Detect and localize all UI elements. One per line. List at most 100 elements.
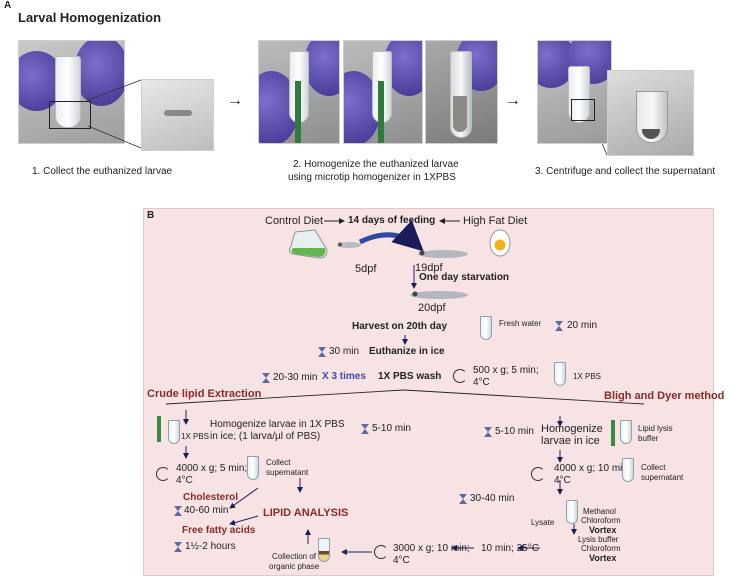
caption-step-2-line2: using microtip homogenizer in 1XPBS	[288, 172, 456, 183]
harvest-label: Harvest on 20th day	[352, 321, 448, 332]
pbs-tube-icon	[168, 420, 180, 444]
t510-left-label: 5-10 min	[372, 423, 411, 434]
lipid-lysis-line2: buffer	[638, 434, 659, 443]
photo-homogenize-1	[258, 40, 340, 144]
crude-extraction-title: Crude lipid Extraction	[147, 388, 262, 400]
lysate-label: Lysate	[531, 518, 555, 527]
x3-label: X 3 times	[322, 371, 366, 382]
t4060-label: 40-60 min	[184, 505, 229, 516]
methanol-label: Methanol	[583, 507, 616, 516]
spin3000-line2: 4°C	[393, 555, 410, 566]
t10-25-label: 10 min; 25°C	[481, 543, 539, 554]
collect-sup-left-line2: supernatant	[266, 468, 309, 477]
lysate-tube-icon	[566, 500, 578, 524]
lysis-tube-icon	[620, 420, 632, 444]
larva-20dpf-icon	[410, 291, 468, 299]
supernatant-tube-icon	[247, 456, 259, 480]
collect-sup-left-line1: Collect	[266, 458, 291, 467]
collect-sup-right-line2: supernatant	[641, 473, 684, 482]
vortex1-label: Vortex	[589, 525, 617, 535]
starvation-label: One day starvation	[419, 272, 510, 283]
t30min-label: 30 min	[329, 346, 360, 357]
panel-a-title: Larval Homogenization	[18, 10, 162, 25]
pbs-small-left-label: 1X PBS	[181, 432, 210, 441]
dpf19-label: 19dpf	[415, 262, 443, 274]
hourglass-icon	[174, 542, 182, 552]
homogenizer-icon	[157, 416, 161, 442]
lipid-analysis-label: LIPID ANALYSIS	[263, 507, 349, 519]
hourglass-icon	[318, 347, 326, 357]
centrifuge-icon	[453, 369, 467, 383]
collection-line1: Collection of	[272, 552, 317, 561]
photo-collect-larvae	[18, 40, 125, 144]
homogenize-right-line1: Homogenize	[541, 423, 603, 435]
hourglass-icon	[361, 424, 369, 434]
t15-label: 1½-2 hours	[185, 541, 236, 552]
centrifuge-icon	[374, 545, 388, 559]
egg-icon	[489, 229, 511, 257]
collection-line2: organic phase	[269, 562, 320, 571]
larva-5dpf-icon	[337, 242, 361, 248]
chloroform1-label: Chloroform	[581, 516, 621, 525]
chloroform2-label: Chloroform	[581, 544, 621, 553]
fresh-water-label: Fresh water	[499, 319, 542, 328]
caption-step-3: 3. Centrifuge and collect the supernatan…	[535, 166, 716, 177]
free-fatty-acids-label: Free fatty acids	[182, 525, 256, 536]
spin4000-left-line1: 4000 x g; 5 min;	[176, 463, 248, 474]
spin500-line2: 4°C	[473, 377, 490, 388]
homogenizer-icon	[611, 420, 615, 446]
photo-homogenate-tube	[425, 40, 498, 144]
hourglass-icon	[174, 506, 182, 516]
panel-b-background	[143, 208, 714, 576]
pbs-tube-icon	[554, 362, 566, 386]
collect-sup-right-line1: Collect	[641, 463, 666, 472]
arrow-2: →	[505, 92, 521, 109]
panel-a-letter: A	[4, 0, 12, 11]
photo-larvae-zoom	[141, 79, 214, 151]
caption-step-1: 1. Collect the euthanized larvae	[32, 166, 173, 177]
caption-step-2-line1: 2. Homogenize the euthanized larvae	[293, 159, 459, 170]
organic-phase-tube-icon	[318, 538, 330, 562]
centrifuge-icon	[531, 467, 545, 481]
flask-icon	[288, 229, 328, 259]
control-diet-label: Control Diet	[265, 215, 324, 227]
arrow-1: →	[227, 92, 243, 109]
photo-centrifuge	[537, 40, 612, 144]
spin4000-left-line2: 4°C	[176, 475, 193, 486]
fresh-water-tube-icon	[480, 316, 492, 340]
t510-right-label: 5-10 min	[495, 426, 534, 437]
vortex2-label: Vortex	[589, 553, 617, 563]
spin3000-line1: 3000 x g; 10 min;	[393, 543, 470, 554]
bligh-dyer-title: Bligh and Dyer method	[604, 390, 725, 402]
spin4000-right-line2: 4°C	[554, 475, 571, 486]
high-fat-diet-label: High Fat Diet	[463, 215, 528, 227]
panel-b-letter: B	[147, 210, 155, 221]
pbs-wash-label: 1X PBS wash	[378, 371, 442, 382]
spin500-line1: 500 x g; 5 min;	[473, 365, 539, 376]
dpf5-label: 5dpf	[355, 263, 377, 275]
hourglass-icon	[555, 321, 563, 331]
photo-homogenize-2	[343, 40, 423, 144]
hourglass-icon	[262, 373, 270, 383]
homogenize-left-line2: in ice; (1 larva/µl of PBS)	[210, 431, 321, 442]
spin4000-right-line1: 4000 x g; 10 min;	[554, 463, 631, 474]
t20min-label: 20 min	[567, 320, 598, 331]
feeding-label: 14 days of feeding	[348, 215, 436, 226]
larva-19dpf-icon	[418, 250, 468, 258]
lysis-buffer-label: Lysis buffer	[578, 535, 619, 544]
photo-supernatant-zoom	[607, 70, 694, 156]
lipid-lysis-line1: Lipid lysis	[638, 424, 673, 433]
cholesterol-label: Cholesterol	[183, 492, 239, 503]
supernatant-tube-icon	[622, 458, 634, 482]
hourglass-icon	[459, 494, 467, 504]
pbs-small-label: 1X PBS	[573, 372, 602, 381]
hourglass-icon	[484, 427, 492, 437]
homogenize-right-line2: larvae in ice	[541, 435, 600, 447]
t2030-label: 20-30 min	[273, 372, 318, 383]
euthanize-label: Euthanize in ice	[369, 346, 445, 357]
homogenize-left-line1: Homogenize larvae in 1X PBS	[210, 419, 345, 430]
centrifuge-icon	[156, 467, 170, 481]
dpf20-label: 20dpf	[418, 302, 446, 314]
t3040-label: 30-40 min	[470, 493, 515, 504]
